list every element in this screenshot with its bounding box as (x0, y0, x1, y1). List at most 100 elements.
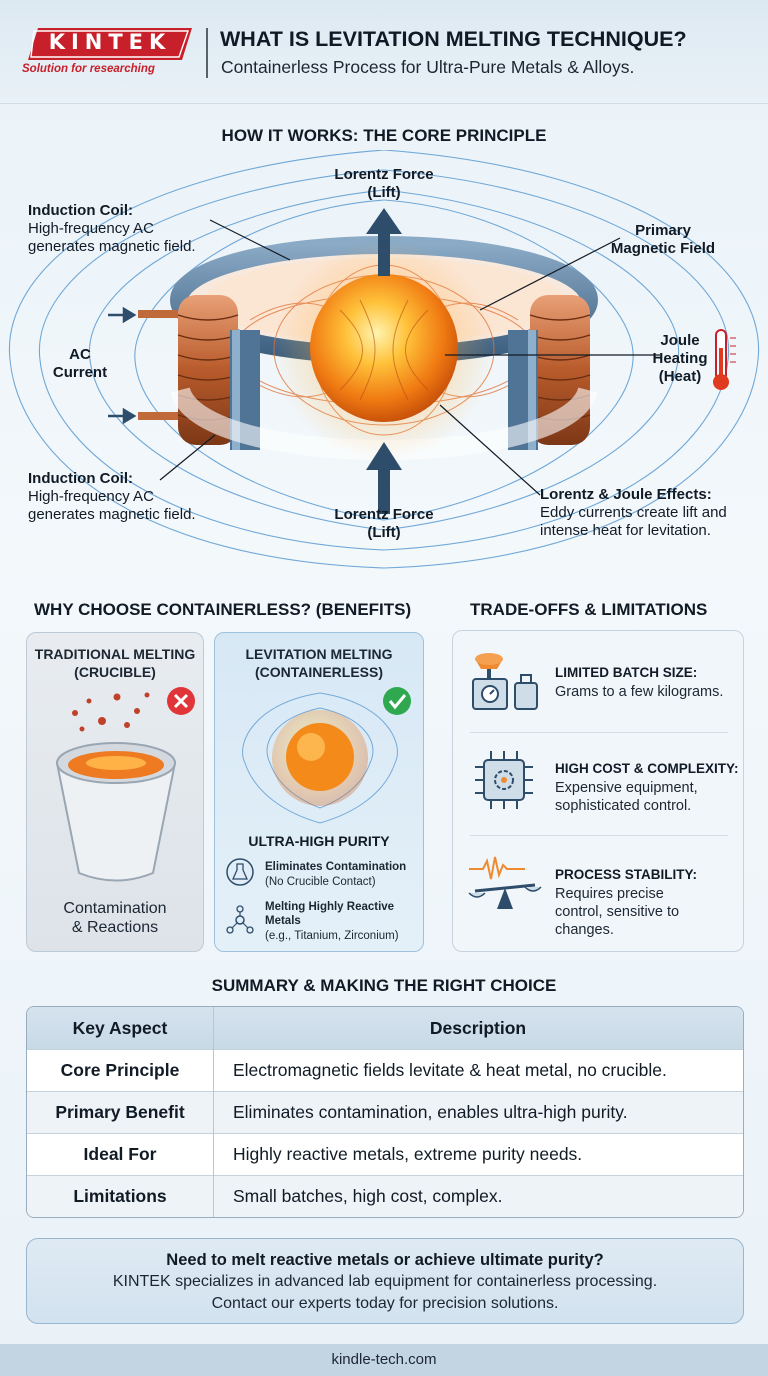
page-subtitle: Containerless Process for Ultra-Pure Met… (221, 57, 635, 77)
tradeoffs-title: TRADE-OFFS & LIMITATIONS (470, 600, 708, 619)
thermometer-icon (713, 329, 736, 390)
effects-title: Lorentz & Joule Effects: (540, 486, 712, 503)
traditional-caption: Contamination & Reactions (27, 899, 203, 937)
table-cell-key: Core Principle (60, 1060, 180, 1080)
field-lines (8, 149, 760, 569)
summary-title: SUMMARY & MAKING THE RIGHT CHOICE (211, 976, 557, 995)
summary-table: Key Aspect Description Core Principle El… (26, 1006, 744, 1218)
table-header-key: Key Aspect (72, 1017, 168, 1038)
cta-line-2: Contact our experts today for precision … (211, 1295, 559, 1312)
benefit-2-title: Melting Highly Reactive (265, 901, 395, 913)
effects-line-1: Eddy currents create lift and (540, 504, 727, 521)
table-cell-description: Electromagnetic fields levitate & heat m… (233, 1060, 667, 1080)
levitating-sphere-icon (242, 687, 411, 824)
tradeoff-1-title: LIMITED BATCH SIZE: (555, 665, 698, 680)
lorentz-top-label: Lorentz Force (Lift) (324, 166, 444, 202)
effects-label: Lorentz & Joule Effects: Eddy currents c… (540, 486, 764, 540)
page-title: WHAT IS LEVITATION MELTING TECHNIQUE? (220, 27, 687, 51)
tradeoff-cost: HIGH COST & COMPLEXITY: Expensive equipm… (453, 735, 743, 835)
ac-current-line-2: Current (52, 364, 108, 381)
copper-coil-left (177, 295, 260, 450)
traditional-heading-line-2: (CRUCIBLE) (74, 664, 156, 680)
table-column-divider (213, 1007, 214, 1217)
chip-gear-icon (475, 751, 533, 809)
table-cell-key: Primary Benefit (55, 1102, 185, 1122)
lorentz-bottom-line-1: Lorentz Force (334, 506, 434, 523)
tradeoff-3-line-2: control, sensitive to (555, 904, 680, 920)
benefit-2-note: (e.g., Titanium, Zirconium) (265, 930, 399, 942)
molten-sphere (310, 274, 458, 422)
coil-diagram-graphic (8, 149, 760, 569)
ac-input-arrows (108, 306, 137, 425)
lorentz-arrows (366, 208, 402, 514)
primary-field-line-2: Magnetic Field (610, 240, 716, 257)
table-row: Core Principle Electromagnetic fields le… (27, 1049, 743, 1091)
purity-label: ULTRA-HIGH PURITY (248, 833, 390, 849)
header: KINTEK Solution for researching WHAT IS … (0, 0, 768, 104)
cta-line-1: KINTEK specializes in advanced lab equip… (112, 1273, 658, 1290)
tradeoff-2-line-1: Expensive equipment, (555, 780, 698, 796)
table-row: Limitations Small batches, high cost, co… (27, 1175, 743, 1217)
tradeoff-3-line-3: changes. (555, 922, 614, 938)
primary-field-line-1: Primary (635, 222, 691, 239)
tradeoff-3-title: PROCESS STABILITY: (555, 867, 698, 882)
benefit-1-title: Eliminates Contamination (265, 861, 407, 873)
lorentz-top-line-2: (Lift) (367, 184, 401, 201)
lorentz-bottom-line-2: (Lift) (367, 524, 401, 541)
logo-tagline: Solution for researching (22, 63, 155, 75)
levitation-diagram: Lorentz Force (Lift) Lorentz Force (Lift… (0, 149, 768, 570)
coil-bottom-line-1: High-frequency AC (28, 488, 154, 505)
tradeoffs-card: LIMITED BATCH SIZE: Grams to a few kilog… (452, 630, 744, 952)
scale-weight-icon (472, 653, 538, 710)
table-cell-key: Ideal For (83, 1144, 157, 1164)
table-header-description: Description (429, 1017, 527, 1038)
how-it-works-title: HOW IT WORKS: THE CORE PRINCIPLE (221, 126, 547, 145)
lorentz-bottom-label: Lorentz Force (Lift) (324, 506, 444, 542)
footer: kindle-tech.com (0, 1344, 768, 1376)
table-header-row: Key Aspect Description (27, 1007, 743, 1049)
table-cell-description: Small batches, high cost, complex. (233, 1186, 503, 1206)
tradeoff-divider-1 (470, 732, 728, 733)
joule-line-1: Joule (660, 332, 700, 349)
benefits-title: WHY CHOOSE CONTAINERLESS? (BENEFITS) (34, 600, 412, 619)
traditional-heading-line-1: TRADITIONAL MELTING (34, 646, 196, 662)
table-row: Ideal For Highly reactive metals, extrem… (27, 1133, 743, 1175)
coil-bottom-title: Induction Coil: (28, 470, 133, 487)
crucible-icon (55, 687, 195, 882)
joule-line-3: (Heat) (658, 368, 702, 385)
coil-top-label: Induction Coil: High-frequency AC genera… (28, 202, 228, 256)
flask-icon (226, 858, 254, 886)
header-divider (206, 28, 208, 78)
coil-bottom-label: Induction Coil: High-frequency AC genera… (28, 470, 228, 524)
cta-question: Need to melt reactive metals or achieve … (166, 1251, 604, 1269)
traditional-melting-card: TRADITIONAL MELTING (CRUCIBLE) Contamina… (26, 632, 204, 952)
tradeoff-2-title: HIGH COST & COMPLEXITY: (555, 761, 739, 776)
lorentz-top-line-1: Lorentz Force (334, 166, 434, 183)
kintek-logo[interactable]: KINTEK (28, 28, 192, 60)
table-row: Primary Benefit Eliminates contamination… (27, 1091, 743, 1133)
table-cell-key: Limitations (73, 1186, 167, 1206)
balance-wave-icon (468, 856, 542, 909)
joule-line-2: Heating (652, 350, 708, 367)
traditional-heading: TRADITIONAL MELTING (CRUCIBLE) (27, 645, 203, 681)
table-cell-description: Highly reactive metals, extreme purity n… (233, 1144, 583, 1164)
coil-bottom-line-2: generates magnetic field. (28, 506, 196, 523)
levitation-melting-card: LEVITATION MELTING (CONTAINERLESS) ULTRA… (214, 632, 424, 952)
contact-cta-box[interactable]: Need to melt reactive metals or achieve … (26, 1238, 744, 1324)
levitation-heading-line-1: LEVITATION MELTING (245, 646, 393, 662)
ac-current-label: AC Current (50, 346, 110, 382)
tradeoff-stability: PROCESS STABILITY: Requires precise cont… (453, 839, 743, 939)
primary-field-label: Primary Magnetic Field (600, 222, 726, 258)
tradeoff-2-line-2: sophisticated control. (555, 798, 692, 814)
logo-text: KINTEK (48, 30, 172, 54)
atom-molecule-icon (226, 905, 254, 934)
tradeoff-1-line-1: Grams to a few kilograms. (555, 684, 724, 700)
levitation-heading-line-2: (CONTAINERLESS) (254, 664, 384, 680)
traditional-caption-line-2: & Reactions (71, 919, 159, 936)
levitation-heading: LEVITATION MELTING (CONTAINERLESS) (215, 645, 423, 681)
tradeoff-divider-2 (470, 835, 728, 836)
table-cell-description: Eliminates contamination, enables ultra-… (233, 1102, 628, 1122)
coil-top-title: Induction Coil: (28, 202, 133, 219)
footer-url-link[interactable]: kindle-tech.com (331, 1351, 437, 1368)
benefit-2-title-2: Metals (265, 915, 301, 927)
